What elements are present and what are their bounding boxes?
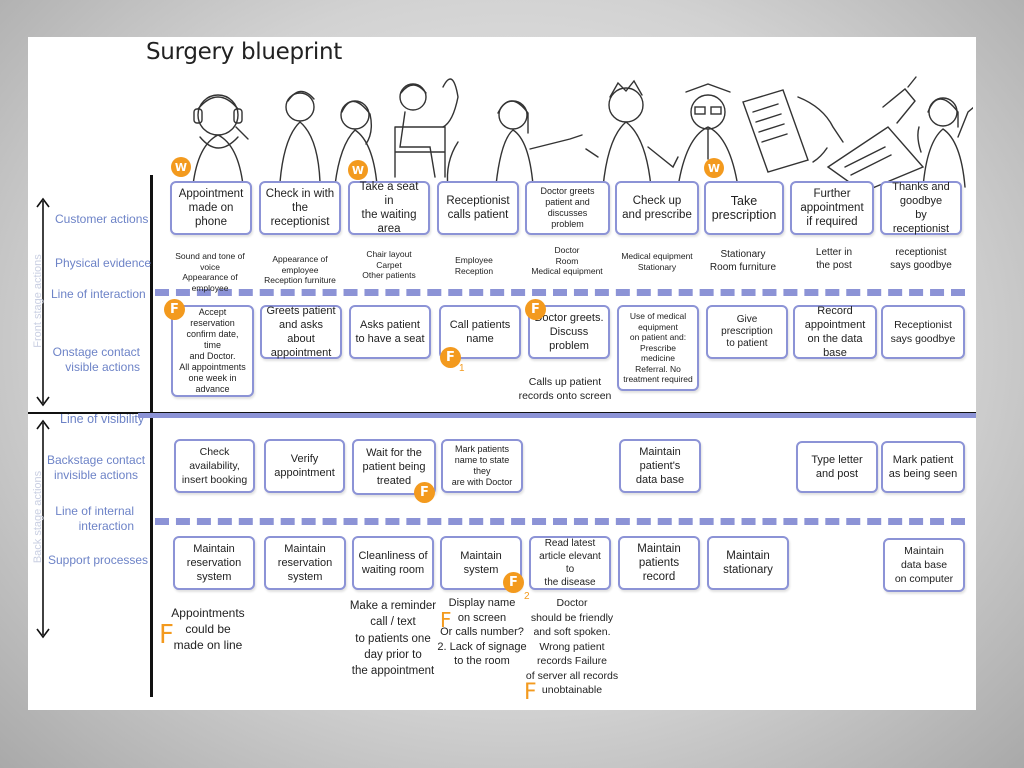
onstage-action-box: Asks patient to have a seat (349, 305, 431, 359)
physical-evidence-text: receptionist says goodbye (890, 247, 952, 271)
support-process-box: Maintain stationary (707, 536, 789, 590)
doctor-sketch (585, 79, 679, 188)
onstage-action-box: Give prescription to patient (706, 305, 788, 359)
customer-action-box: Doctor greets patient and discusses prob… (525, 181, 610, 235)
fail-point-badge: F (503, 572, 524, 593)
line-of-internal-interaction (155, 518, 965, 525)
backstage-action-box: Check availability, insert booking (174, 439, 255, 493)
support-process-box: Maintain patients record (618, 536, 700, 590)
support-process-box: Maintain reservation system (264, 536, 346, 590)
backstage-action-box: Verify appointment (264, 439, 345, 493)
line-of-interaction-label: Line of interaction (51, 287, 146, 301)
fail-point-number: 1 (459, 363, 465, 374)
wait-badge: W (704, 158, 724, 178)
onstage-contact-label: Onstage contact visible actions (52, 345, 140, 374)
illustration-strip (192, 76, 973, 193)
wait-badge: W (171, 157, 191, 177)
backstage-action-box: Maintain patient's data base (619, 439, 701, 493)
physical-evidence-text: Stationary Room furniture (709, 249, 777, 273)
customer-actions-label: Customer actions (55, 212, 149, 226)
physical-evidence-text: Appearance of employee Reception furnitu… (264, 254, 336, 285)
customer-action-box: Appointment made on phone (170, 181, 252, 235)
physical-evidence-text: Letter in the post (815, 247, 853, 271)
diagram-title: Surgery blueprint (146, 39, 343, 65)
onstage-action-box: Receptionist says goodbye (881, 305, 965, 359)
customer-action-box: Check in with the receptionist (259, 181, 341, 235)
physical-evidence-text: Doctor Room Medical equipment (531, 245, 603, 276)
physical-evidence-text: Sound and tone of voice Appearance of em… (175, 251, 245, 293)
prescription-sketch (742, 89, 844, 173)
main-vertical-axis (150, 175, 153, 697)
line-of-visibility (138, 413, 976, 418)
backstage-action-box: Type letter and post (796, 441, 878, 493)
onstage-action-box: Record appointment on the data base (793, 305, 877, 359)
support-process-box: Maintain data base on computer (883, 538, 965, 592)
onstage-note: Calls up patient records onto screen (518, 376, 612, 402)
phone-operator-sketch (192, 94, 249, 186)
support-processes-label: Support processes (48, 553, 149, 567)
backstage-action-box: Mark patients name to state they are wit… (441, 439, 523, 493)
physical-evidence-text: Medical equipment Stationary (621, 251, 693, 272)
backstage-action-box: Mark patient as being seen (881, 441, 965, 493)
customer-action-box: Take prescription (704, 181, 784, 235)
support-note: Appointments could be made on line (171, 606, 245, 652)
fail-point-letter: F (440, 608, 452, 632)
customer-action-box: Take a seat in the waiting area (348, 181, 430, 235)
waiting-chair-sketch (394, 78, 459, 188)
receptionist-sketch (495, 100, 583, 186)
support-note: Doctor should be friendly and soft spoke… (525, 597, 619, 696)
fail-point-letter: F (159, 620, 174, 650)
customer-action-box: Further appointment if required (790, 181, 874, 235)
appointment-card-sketch (826, 76, 925, 193)
fail-point-number: 2 (524, 591, 530, 602)
customer-action-box: Check up and prescribe (615, 181, 699, 235)
support-note: Make a reminder call / text to patients … (349, 600, 437, 678)
fail-point-badge: F (525, 299, 546, 320)
physical-evidence-label: Physical evidence (55, 256, 152, 270)
onstage-action-box: Greets patient and asks about appointmen… (260, 305, 342, 359)
support-process-box: Maintain system (440, 536, 522, 590)
support-process-box: Read latest article elevant to the disea… (529, 536, 611, 590)
line-of-visibility-label: Line of visibility (60, 412, 145, 426)
reception-sketch (279, 90, 378, 186)
customer-action-box: Thanks and goodbye by receptionist (880, 181, 962, 235)
stage-arrows (36, 197, 50, 639)
support-note: Display name on screen Or calls number? … (437, 597, 527, 667)
line-of-interaction (155, 289, 965, 296)
onstage-action-box: Use of medical equipment on patient and:… (617, 305, 699, 391)
fail-point-badge: F (414, 482, 435, 503)
line-of-internal-interaction-label: Line of internal interaction (55, 504, 134, 533)
fail-point-badge: F (164, 299, 185, 320)
physical-evidence-text: Chair layout Carpet Other patients (362, 249, 416, 280)
back-stage-label: Back stage actions (32, 470, 44, 564)
physical-evidence-text: Employee Reception (454, 255, 494, 276)
support-process-box: Maintain reservation system (173, 536, 255, 590)
receptionist-waving-sketch (917, 97, 973, 188)
doctor-glasses-sketch (677, 83, 739, 188)
customer-action-box: Receptionist calls patient (437, 181, 519, 235)
fail-point-letter: F (524, 680, 537, 705)
backstage-contact-label: Backstage contact invisible actions (46, 453, 146, 482)
backstage-action-box: Wait for the patient being treated (352, 439, 436, 495)
front-stage-label: Front stage actions (32, 254, 44, 348)
wait-badge: W (348, 160, 368, 180)
slide: Surgery blueprint (28, 37, 976, 710)
fail-point-badge: F (440, 347, 461, 368)
onstage-action-box: Accept reservation confirm date, time an… (171, 305, 254, 397)
support-process-box: Cleanliness of waiting room (352, 536, 434, 590)
